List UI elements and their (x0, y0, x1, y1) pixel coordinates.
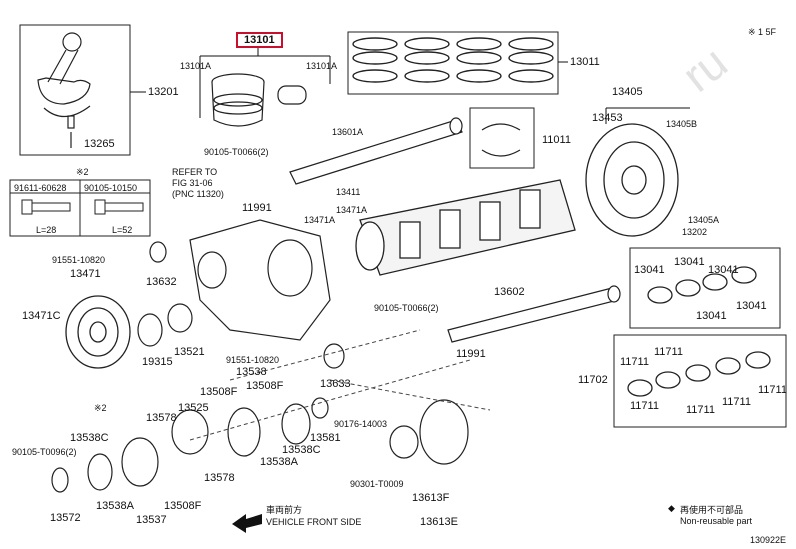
note-x5f: ※ 1 5F (748, 27, 777, 37)
part-13538c-a-label[interactable]: 13538C (70, 432, 109, 444)
part-13041-b-label[interactable]: 13041 (674, 256, 705, 268)
part-13538c-b-label[interactable]: 13538C (282, 444, 321, 456)
part-13537-label[interactable]: 13537 (136, 514, 167, 526)
part-13041-c-label[interactable]: 13041 (708, 264, 739, 276)
bolt-91611-60628-label[interactable]: 91611-60628 (14, 183, 67, 193)
bolt-length-52: L=52 (112, 225, 133, 235)
part-13041-a-label[interactable]: 13041 (634, 264, 665, 276)
part-11711-c-label[interactable]: 11711 (758, 384, 787, 396)
legend-bullet: ◆ (668, 503, 675, 513)
bolt-90105-10150-label[interactable]: 90105-10150 (84, 183, 138, 193)
part-13602-label[interactable]: 13602 (494, 286, 525, 298)
part-13471a-2-label[interactable]: 13471A (304, 215, 336, 225)
legend-jp: 再使用不可部品 (680, 505, 744, 515)
refer-to-line3[interactable]: (PNC 11320) (172, 189, 224, 199)
part-90301-t0009-label[interactable]: 90301-T0009 (350, 479, 404, 489)
part-19315-label[interactable]: 19315 (142, 356, 173, 368)
part-11991-top-label[interactable]: 11991 (242, 202, 272, 214)
part-13578-a-label[interactable]: 13578 (146, 412, 177, 424)
bearing-box-lower (613, 334, 787, 428)
timing-housing-drawing (189, 219, 331, 341)
part-13578-b-label[interactable]: 13578 (204, 472, 235, 484)
figure-code: 130922E (750, 535, 787, 545)
legend-en: Non-reusable part (680, 516, 753, 526)
part-13572-label[interactable]: 13572 (50, 512, 81, 524)
conrod-box (19, 24, 131, 156)
refer-to-line1[interactable]: REFER TO (172, 167, 218, 177)
part-13041-d-label[interactable]: 13041 (736, 300, 767, 312)
bearing-box-upper (629, 247, 781, 329)
balance-shaft-lower (447, 285, 621, 343)
part-13471c-label[interactable]: 13471C (22, 310, 61, 322)
part-13405a-label[interactable]: 13405A (688, 215, 720, 225)
part-13508f-b-label[interactable]: 13508F (246, 380, 284, 392)
part-13405-label[interactable]: 13405 (612, 86, 643, 98)
part-13538a-a-label[interactable]: 13538A (260, 456, 298, 468)
part-11711-f-label[interactable]: 11711 (630, 400, 659, 412)
vehicle-front-arrow (232, 514, 262, 533)
balance-shaft-upper (289, 117, 463, 185)
part-13405b-label[interactable]: 13405B (666, 119, 698, 129)
part-13538a-b-label[interactable]: 13538A (96, 500, 134, 512)
part-13632-label[interactable]: 13632 (146, 276, 177, 288)
part-11711-d-label[interactable]: 11711 (722, 396, 751, 408)
part-13041-e-label[interactable]: 13041 (696, 310, 727, 322)
part-91551-10820-b-label[interactable]: 91551-10820 (226, 355, 280, 365)
gear-drawings (51, 241, 469, 493)
crankshaft-drawing (355, 179, 576, 276)
part-13101a-right-label[interactable]: 13101A (306, 61, 338, 71)
part-13201-label[interactable]: 13201 (148, 86, 179, 98)
part-13202-label[interactable]: 13202 (682, 227, 708, 237)
part-91551-10820-label[interactable]: 91551-10820 (52, 255, 106, 265)
part-13471a-1-label[interactable]: 13471A (336, 205, 368, 215)
part-13508f-a-label[interactable]: 13508F (200, 386, 238, 398)
watermark-text: ru (672, 36, 736, 102)
part-13453-label[interactable]: 13453 (592, 112, 623, 124)
vehicle-front-en: VEHICLE FRONT SIDE (266, 517, 362, 527)
part-13538-label[interactable]: 13538 (236, 366, 267, 378)
part-13581-label[interactable]: 13581 (310, 432, 341, 444)
part-13265-label[interactable]: 13265 (84, 138, 115, 150)
part-90105-t0066-top-label[interactable]: 90105-T0066(2) (204, 147, 269, 157)
refer-to-line2[interactable]: FIG 31-06 (172, 178, 213, 188)
part-13613e-label[interactable]: 13613E (420, 516, 458, 528)
part-13521-label[interactable]: 13521 (174, 346, 205, 358)
note-x2-low: ※2 (94, 403, 107, 413)
part-13633-label[interactable]: 13633 (320, 378, 351, 390)
part-13101-label[interactable]: 13101 (236, 32, 283, 48)
note-x2-top: ※2 (76, 167, 89, 177)
part-90176-14003-label[interactable]: 90176-14003 (334, 419, 388, 429)
vehicle-front-jp: 車両前方 (266, 505, 303, 515)
part-11711-b-label[interactable]: 11711 (654, 346, 683, 358)
part-11711-e-label[interactable]: 11711 (686, 404, 715, 416)
crank-pulley-drawing (65, 295, 131, 369)
part-11011-label[interactable]: 11011 (542, 134, 571, 146)
part-90105-t0096-label[interactable]: 90105-T0096(2) (12, 447, 77, 457)
part-90105-t0066-mid-label[interactable]: 90105-T0066(2) (374, 303, 439, 313)
part-11991-mid-label[interactable]: 11991 (456, 348, 486, 360)
thrust-washer-box (469, 107, 535, 169)
part-11711-a-label[interactable]: 11711 (620, 356, 649, 368)
piston-rings (352, 37, 554, 83)
connecting-rod-drawing (37, 32, 91, 148)
part-13508f-c-label[interactable]: 13508F (164, 500, 202, 512)
part-11702-label[interactable]: 11702 (578, 374, 608, 386)
rings-box (347, 31, 559, 95)
part-13471-label[interactable]: 13471 (70, 268, 101, 280)
part-13011-label[interactable]: 13011 (570, 56, 600, 68)
piston-drawing (211, 73, 307, 127)
part-13613f-label[interactable]: 13613F (412, 492, 450, 504)
part-13411-label[interactable]: 13411 (336, 187, 361, 197)
flywheel-drawing (585, 123, 679, 237)
bolt-length-28: L=28 (36, 225, 57, 235)
part-13101a-left-label[interactable]: 13101A (180, 61, 212, 71)
bolt-drawings (21, 199, 144, 215)
part-13601a-label[interactable]: 13601A (332, 127, 364, 137)
part-13525-label[interactable]: 13525 (178, 402, 209, 414)
